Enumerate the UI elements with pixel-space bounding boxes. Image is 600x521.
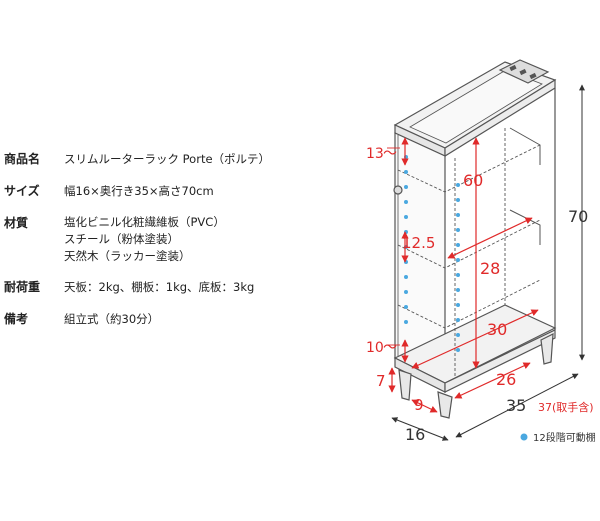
spec-row-material: 材質 塩化ビニル化粧繊維板（PVC） スチール（粉体塗装） 天然木（ラッカー塗装… [4, 214, 304, 274]
dim-9: 9 [414, 396, 424, 414]
spec-table: 商品名 スリムルーターラック Porte（ポルテ） サイズ 幅16×奥行き35×… [4, 150, 304, 330]
spec-row-size: サイズ 幅16×奥行き35×高さ70cm [4, 182, 304, 202]
legend: 12段階可動棚 [520, 431, 596, 444]
spec-value: 天板：2kg、棚板：1kg、底板：3kg [64, 280, 255, 294]
dim-60: 60 [463, 171, 483, 190]
spec-key: 耐荷重 [4, 280, 41, 294]
overall-dimension-lines [391, 84, 585, 441]
dim-13-tilde: 〜 [383, 146, 397, 162]
spec-key: 材質 [4, 216, 29, 230]
spec-key: 商品名 [4, 152, 41, 166]
spec-line: 天然木（ラッカー塗装） [64, 249, 191, 263]
door-knob [393, 185, 403, 195]
dim-13: 13 [366, 146, 384, 162]
dim-28: 28 [480, 259, 500, 278]
dim-37: 37(取手含) [538, 400, 594, 414]
legend-dot-icon [520, 433, 528, 441]
spec-line: スチール（粉体塗装） [64, 232, 179, 246]
spec-row-load: 耐荷重 天板：2kg、棚板：1kg、底板：3kg [4, 278, 304, 298]
spec-row-note: 備考 組立式（約30分） [4, 310, 304, 330]
dim-35: 35 [506, 396, 526, 415]
spec-key: サイズ [4, 184, 40, 198]
dim-16: 16 [405, 425, 425, 444]
dim-70: 70 [568, 207, 588, 226]
dim-10-tilde: 〜 [383, 340, 397, 356]
power-outlet-icon [498, 59, 550, 84]
spec-value: 塩化ビニル化粧繊維板（PVC） スチール（粉体塗装） 天然木（ラッカー塗装） [64, 214, 225, 265]
spec-value: 幅16×奥行き35×高さ70cm [64, 184, 214, 198]
spec-row-name: 商品名 スリムルーターラック Porte（ポルテ） [4, 150, 304, 170]
shelf-mid [397, 219, 541, 269]
dim-7: 7 [376, 372, 386, 390]
dim-26: 26 [496, 370, 516, 389]
leg [437, 391, 453, 419]
spec-value: スリムルーターラック Porte（ポルテ） [64, 152, 271, 166]
dim-30: 30 [487, 320, 507, 339]
leg [540, 332, 554, 365]
leg [398, 369, 412, 401]
legend-label: 12段階可動棚 [533, 431, 596, 444]
shelf-top [397, 144, 541, 193]
spec-line: 塩化ビニル化粧繊維板（PVC） [64, 215, 225, 229]
spec-key: 備考 [4, 312, 29, 326]
spec-value: 組立式（約30分） [64, 312, 160, 326]
dim-12-5: 12.5 [402, 234, 435, 252]
dim-10: 10 [366, 340, 384, 356]
